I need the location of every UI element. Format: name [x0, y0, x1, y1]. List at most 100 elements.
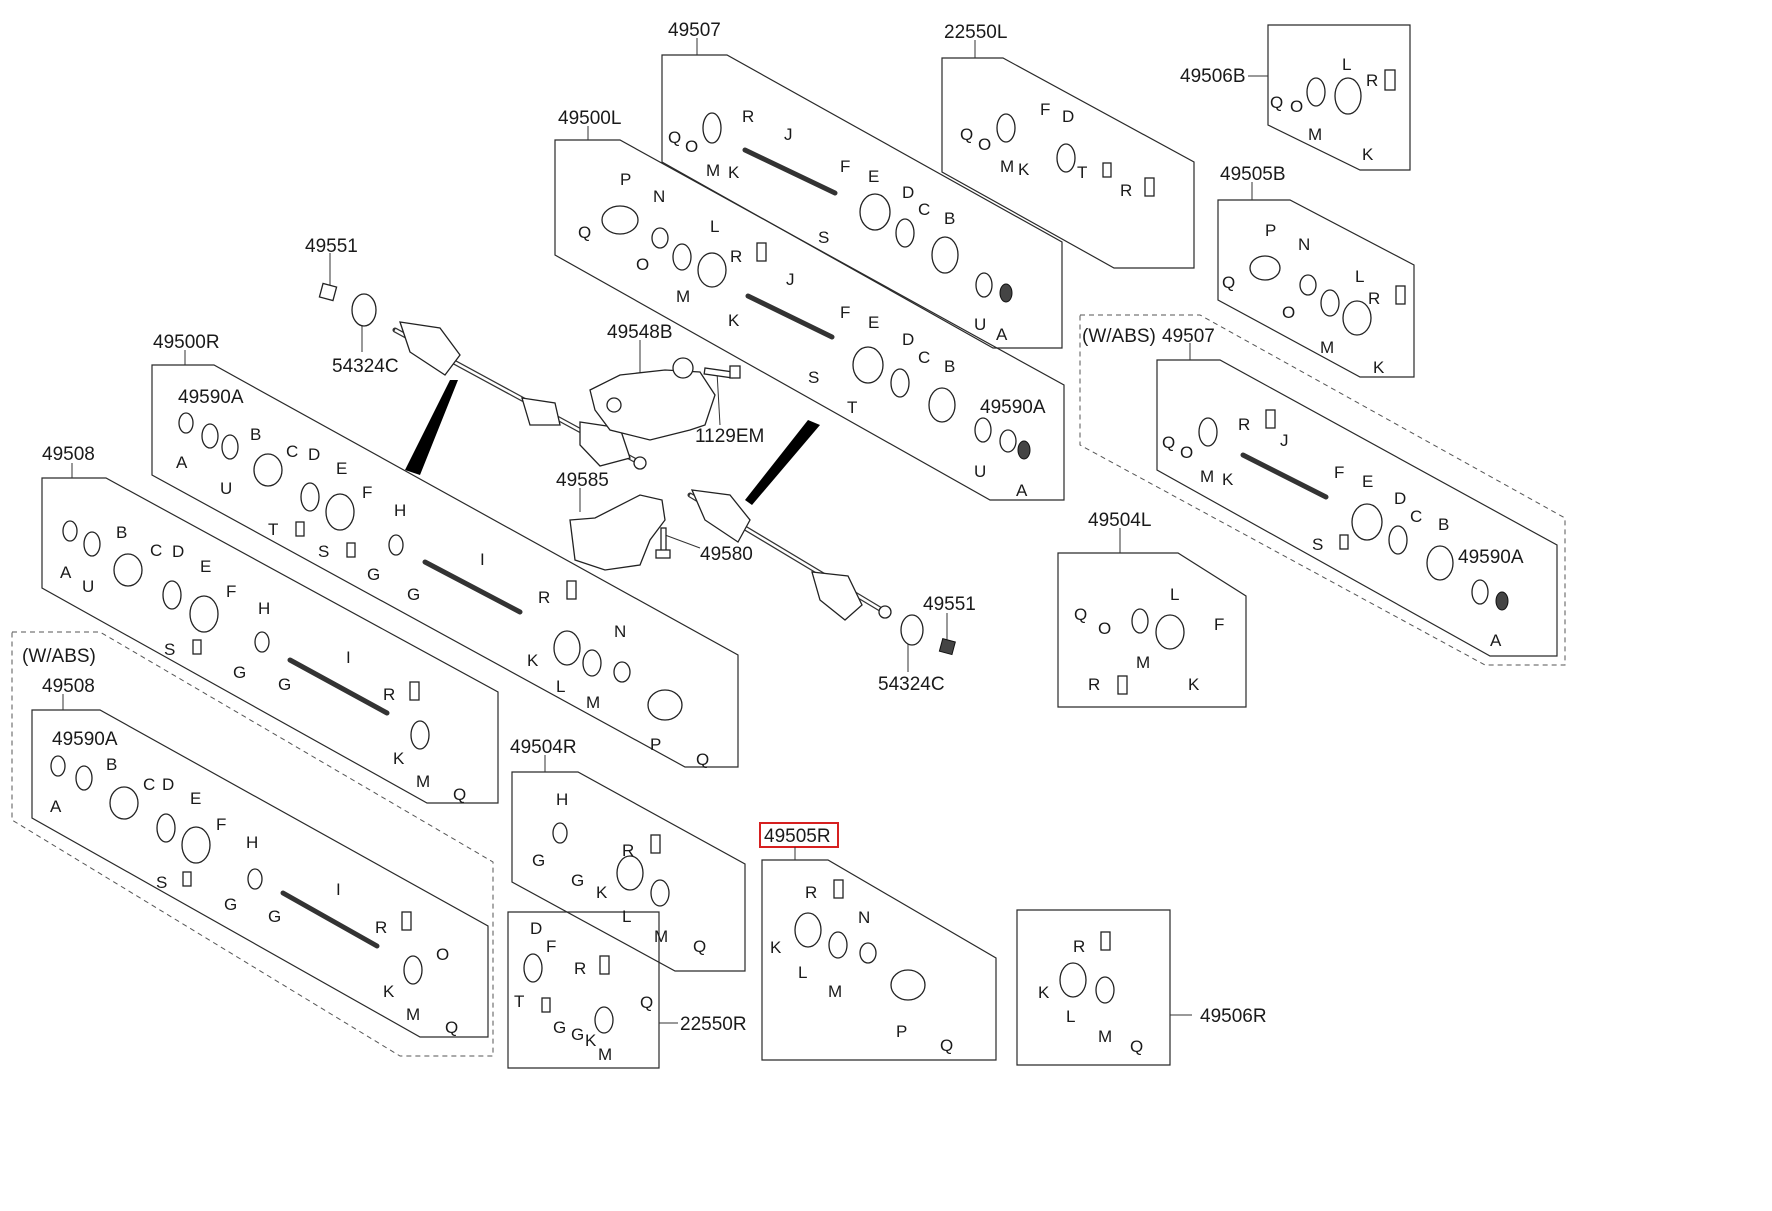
letter: O: [1282, 303, 1295, 322]
panel-leaders: [62, 38, 1268, 1024]
panel-49507-top: [661, 54, 1063, 349]
label-49551-bottom: 49551: [923, 594, 976, 615]
letter: T: [268, 520, 278, 539]
label-49590A-500L: 49590A: [980, 397, 1046, 418]
letter: G: [268, 907, 281, 926]
letter: C: [286, 442, 298, 461]
letter: Q: [693, 937, 706, 956]
letter: A: [60, 563, 72, 582]
letter: Q: [445, 1018, 458, 1037]
letter: R: [622, 841, 634, 860]
letter: B: [944, 357, 955, 376]
letter: S: [1312, 535, 1323, 554]
letter: E: [868, 313, 879, 332]
letter: F: [840, 157, 850, 176]
letter: A: [50, 797, 62, 816]
letter: F: [1040, 100, 1050, 119]
letter: G: [571, 1025, 584, 1044]
letter: K: [728, 311, 740, 330]
letter: Q: [940, 1036, 953, 1055]
letter: R: [742, 107, 754, 126]
letter: M: [1098, 1027, 1112, 1046]
letter: C: [918, 348, 930, 367]
letter: O: [1290, 97, 1303, 116]
letter: A: [1016, 481, 1028, 500]
seal-54324C-top: [351, 293, 377, 327]
letter: F: [1214, 615, 1224, 634]
letter: N: [1298, 235, 1310, 254]
letter: M: [706, 161, 720, 180]
letter: M: [416, 772, 430, 791]
letter: R: [383, 685, 395, 704]
letter: N: [653, 187, 665, 206]
letter: T: [1077, 163, 1087, 182]
letter: D: [1394, 489, 1406, 508]
letter: G: [553, 1018, 566, 1037]
panel-22550R: [507, 911, 660, 1069]
label-49508-abs-note: (W/ABS): [22, 646, 96, 667]
letter: R: [1238, 415, 1250, 434]
letter: K: [585, 1031, 597, 1050]
letter: S: [318, 542, 329, 561]
label-22550L: 22550L: [944, 22, 1007, 43]
letter: L: [1170, 585, 1179, 604]
letter: G: [224, 895, 237, 914]
letter: L: [710, 217, 719, 236]
letter: G: [278, 675, 291, 694]
letter: L: [1355, 267, 1364, 286]
letter: Q: [1130, 1037, 1143, 1056]
letter: S: [164, 640, 175, 659]
label-49504R: 49504R: [510, 737, 577, 758]
letter: O: [436, 945, 449, 964]
letter: U: [82, 577, 94, 596]
label-49506R: 49506R: [1200, 1006, 1267, 1027]
panel-49500L: [554, 139, 1065, 501]
label-1129EM: 1129EM: [695, 426, 764, 447]
letter: Q: [1270, 93, 1283, 112]
panel-49507-abs: [1156, 359, 1558, 657]
letter: K: [596, 883, 608, 902]
letter: B: [250, 425, 261, 444]
letter: D: [162, 775, 174, 794]
letter: C: [1410, 507, 1422, 526]
letter: D: [172, 542, 184, 561]
letter: T: [847, 398, 857, 417]
letter: Q: [1162, 433, 1175, 452]
letter: O: [978, 135, 991, 154]
part-letters: R J Q O M K F E D C B S U A F D Q O M K …: [50, 55, 1502, 1064]
highlight-49505R: [759, 822, 839, 848]
panel-49508: [41, 477, 499, 804]
letter: O: [636, 255, 649, 274]
label-49500L: 49500L: [558, 108, 621, 129]
label-49506B: 49506B: [1180, 66, 1246, 87]
driveshaft-upper: [392, 321, 647, 470]
label-49507-abs-note: (W/ABS): [1082, 326, 1156, 347]
letter: O: [1180, 443, 1193, 462]
panel-49504L: [1057, 552, 1247, 708]
label-49505B: 49505B: [1220, 164, 1286, 185]
letter: D: [530, 919, 542, 938]
panel-49500R: [151, 364, 739, 768]
letter: L: [1342, 55, 1351, 74]
letter: N: [858, 908, 870, 927]
letter: A: [996, 325, 1008, 344]
bracket-49585: [569, 494, 666, 571]
letter: E: [190, 789, 201, 808]
letter: K: [728, 163, 740, 182]
letter: M: [1308, 125, 1322, 144]
label-49508: 49508: [42, 444, 95, 465]
letter: K: [1038, 983, 1050, 1002]
letter: E: [200, 557, 211, 576]
letter: M: [676, 287, 690, 306]
letter: F: [226, 582, 236, 601]
letter: L: [798, 963, 807, 982]
label-54324C-top: 54324C: [332, 356, 399, 377]
letter: Q: [578, 223, 591, 242]
letter: G: [367, 565, 380, 584]
letter: J: [786, 270, 795, 289]
letter: S: [156, 873, 167, 892]
letter: Q: [640, 993, 653, 1012]
letter: R: [730, 247, 742, 266]
letter: K: [393, 749, 405, 768]
